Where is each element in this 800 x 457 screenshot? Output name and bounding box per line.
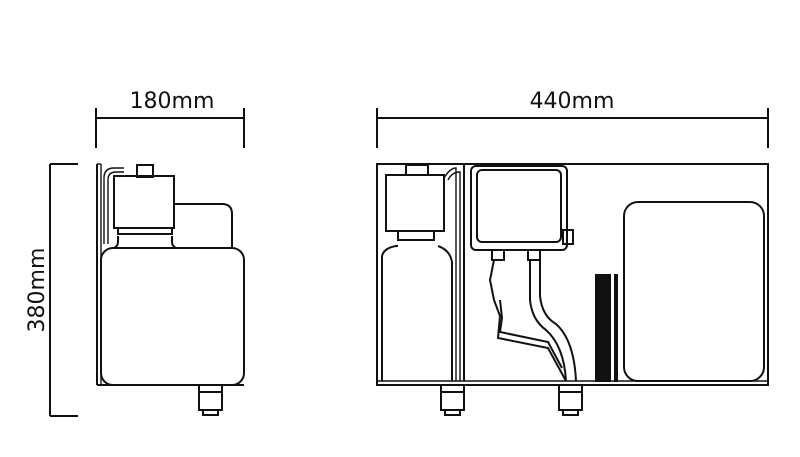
- front-width-label: 440mm: [530, 89, 615, 114]
- front-width-dimension: 440mm: [376, 89, 769, 148]
- front-view: [376, 163, 769, 416]
- valve-body: [113, 175, 175, 229]
- height-label: 380mm: [25, 248, 50, 333]
- front-enclosure: [376, 163, 769, 386]
- side-view: [96, 163, 245, 416]
- side-outlet: [202, 409, 219, 416]
- front-valve-body: [385, 174, 445, 232]
- front-outlet-left: [444, 409, 461, 416]
- side-width-label: 180mm: [130, 89, 215, 114]
- front-outlet-right: [562, 409, 579, 416]
- side-tank: [100, 247, 245, 386]
- front-tank: [623, 201, 765, 382]
- fan-fin: [595, 274, 611, 382]
- controller-box: [470, 165, 568, 251]
- height-dimension: 380mm: [25, 163, 78, 417]
- side-width-dimension: 180mm: [95, 89, 245, 148]
